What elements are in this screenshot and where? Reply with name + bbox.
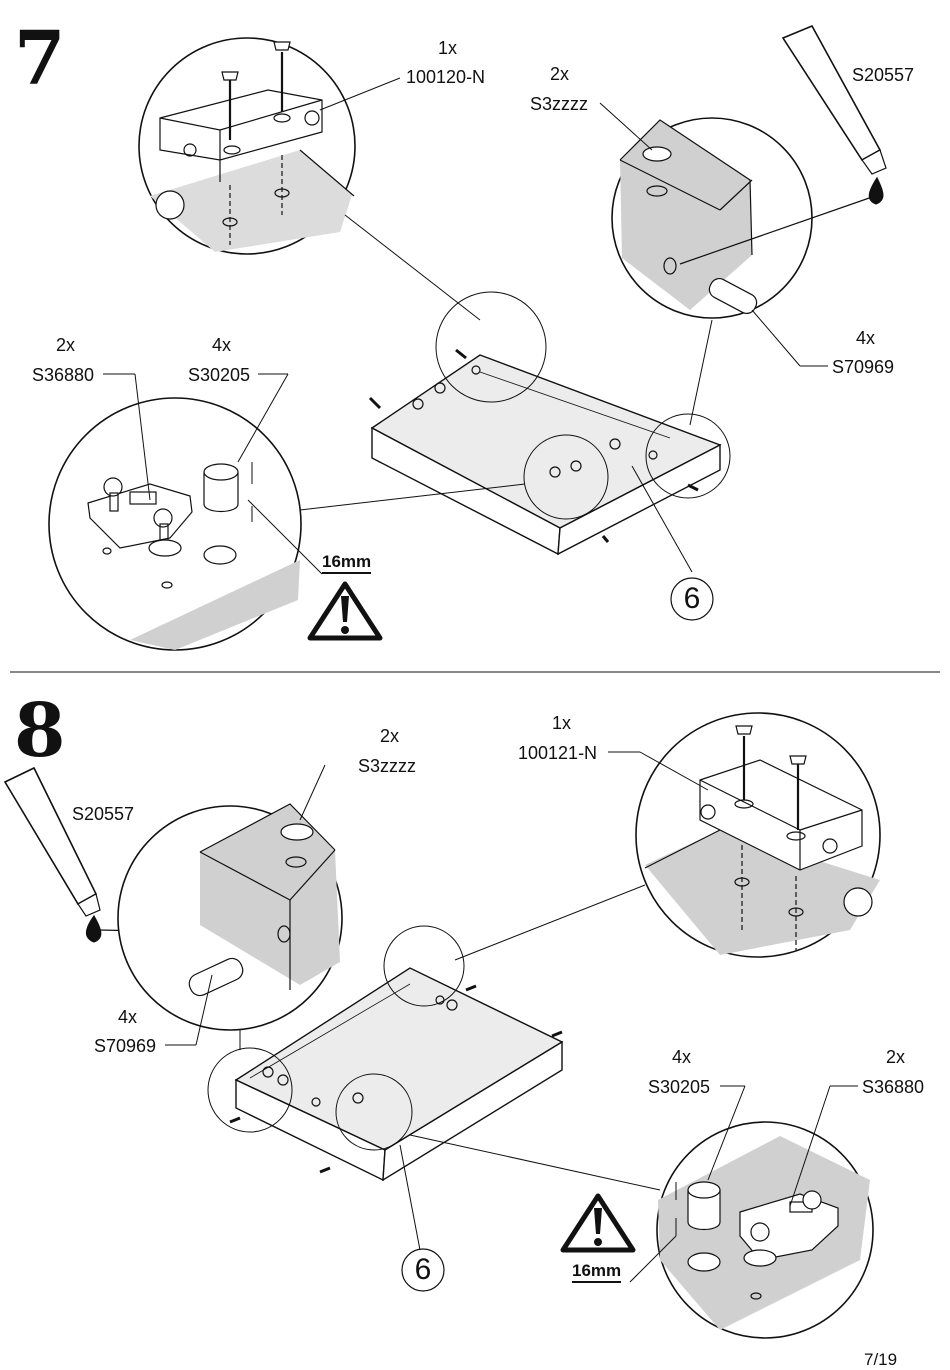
qty-cam-8: 4x bbox=[672, 1047, 692, 1067]
code-glue-7: S20557 bbox=[852, 65, 915, 85]
detail-circle-hinge-plate-7 bbox=[138, 37, 356, 255]
detail-circle-dowel-8 bbox=[117, 803, 343, 1031]
code-cap-7: S3zzzz bbox=[530, 94, 589, 114]
code-hinge-base-8: S36880 bbox=[862, 1077, 925, 1097]
glue-tube-7 bbox=[679, 24, 887, 265]
detail-circle-dowel-7 bbox=[611, 117, 813, 319]
page-number: 7/19 bbox=[864, 1350, 898, 1369]
part-number-circle-7 bbox=[670, 577, 714, 621]
qty-cap-8: 2x bbox=[380, 726, 400, 746]
code-hinge-plate-7: 100120-N bbox=[406, 67, 486, 87]
leaders-step-8 bbox=[165, 751, 858, 1283]
warning-measure-8: 16mm bbox=[572, 1262, 622, 1283]
qty-hinge-plate-7: 1x bbox=[438, 38, 458, 58]
part-number-7: 6 bbox=[683, 582, 701, 615]
qty-hinge-base-8: 2x bbox=[886, 1047, 906, 1067]
part-number-8: 6 bbox=[414, 1253, 432, 1286]
code-glue-8: S20557 bbox=[72, 804, 135, 824]
code-dowel-7: S70969 bbox=[832, 357, 895, 377]
panel-6-step-8 bbox=[207, 925, 564, 1182]
detail-circle-hinge-plate-8 bbox=[635, 712, 881, 958]
code-cam-7: S30205 bbox=[188, 365, 251, 385]
code-cap-8: S3zzzz bbox=[358, 756, 417, 776]
qty-hinge-plate-8: 1x bbox=[552, 713, 572, 733]
part-number-circle-8 bbox=[401, 1248, 445, 1292]
qty-cam-7: 4x bbox=[212, 335, 232, 355]
qty-dowel-8: 4x bbox=[118, 1007, 138, 1027]
step-number-7: 7 bbox=[14, 16, 66, 102]
step-number-8: 8 bbox=[14, 688, 66, 774]
qty-hinge-base-7: 2x bbox=[56, 335, 76, 355]
panel-6-step-7 bbox=[368, 291, 731, 556]
code-dowel-8: S70969 bbox=[94, 1036, 157, 1056]
warning-triangle-icon-7 bbox=[307, 581, 383, 641]
code-cam-8: S30205 bbox=[648, 1077, 711, 1097]
detail-circle-hinge-base-8 bbox=[656, 1121, 874, 1339]
code-hinge-base-7: S36880 bbox=[32, 365, 95, 385]
qty-cap-7: 2x bbox=[550, 64, 570, 84]
detail-circle-hinge-base-7 bbox=[48, 397, 302, 651]
glue-tube-8 bbox=[3, 766, 276, 943]
warning-triangle-icon-8 bbox=[560, 1193, 636, 1253]
warning-measure-7: 16mm bbox=[322, 553, 372, 574]
code-hinge-plate-8: 100121-N bbox=[518, 743, 598, 763]
leaders-step-7 bbox=[103, 77, 828, 575]
qty-dowel-7: 4x bbox=[856, 328, 876, 348]
